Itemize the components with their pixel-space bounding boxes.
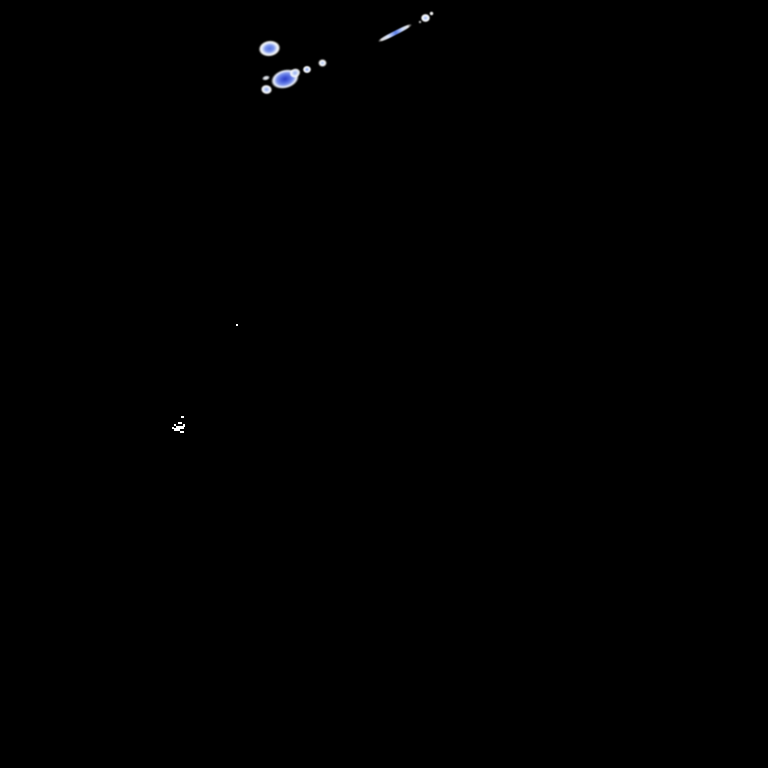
- contrail-streak: [377, 22, 413, 44]
- white-fleck: [174, 424, 176, 426]
- cloud-sparkle: [420, 13, 431, 23]
- cloud-wisp-mid: [302, 65, 312, 74]
- cloud-sparkle-dot-left: [418, 20, 422, 24]
- cloud-cell-small: [256, 38, 283, 59]
- cloud-sparkle-dot-right: [429, 11, 434, 16]
- isolated-white-dot: [236, 324, 238, 326]
- white-fleck: [183, 424, 185, 427]
- white-fleck: [172, 427, 174, 429]
- white-fleck-dot: [181, 416, 184, 418]
- white-fleck: [176, 426, 184, 429]
- cloud-wisp-upper: [317, 58, 328, 68]
- white-fleck: [178, 422, 182, 424]
- white-fleck: [174, 428, 180, 431]
- white-fleck: [180, 431, 184, 433]
